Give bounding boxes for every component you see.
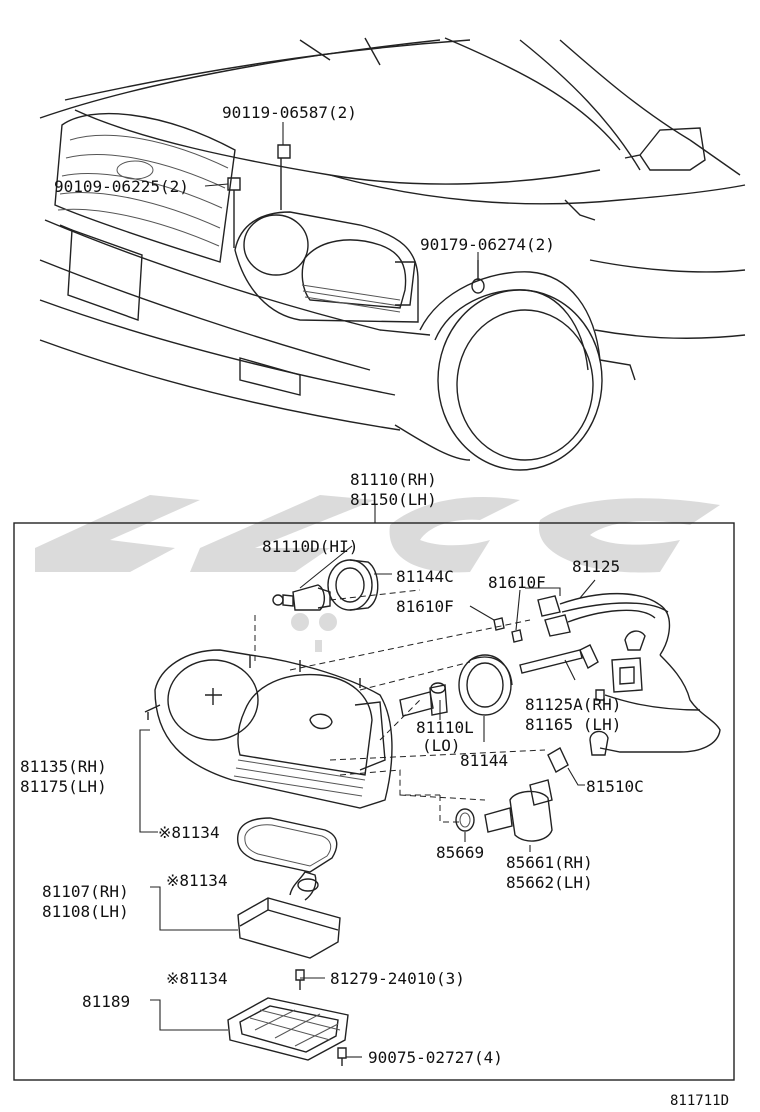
label-ign-lh: 85662(LH) [506, 873, 593, 892]
label-socket-mid: 81610F [396, 597, 454, 616]
hi-bulb-drawing [272, 584, 331, 611]
label-bolt-top: 90119-06587(2) [222, 103, 357, 122]
vehicle-front-illustration [39, 37, 746, 471]
label-oring: 85669 [436, 843, 484, 862]
label-lo-tag: (LO) [422, 736, 461, 755]
label-harness-b: 81165 (LH) [525, 715, 621, 734]
leader-lines [139, 122, 596, 1058]
label-screw-a: 81279-24010(3) [330, 969, 465, 988]
label-nut-right: 90179-06274(2) [420, 235, 555, 254]
label-bolt-left: 90109-06225(2) [54, 177, 189, 196]
dashed-guides [254, 589, 546, 823]
lo-bulb-drawing [399, 682, 448, 717]
lo-cover-drawing [458, 654, 513, 716]
ballast-drawing [237, 871, 341, 959]
label-lo-bulb: 81110L [416, 718, 474, 737]
parts-frame [13, 522, 735, 1081]
label-lens-rh: 81135(RH) [20, 757, 107, 776]
label-ballast-rh: 81107(RH) [42, 882, 129, 901]
label-lo-cover: 81144 [460, 751, 508, 770]
label-harness-a: 81125A(RH) [525, 695, 621, 714]
hi-cover-drawing [327, 559, 379, 611]
label-screw-b: 90075-02727(4) [368, 1048, 503, 1067]
socket-top-drawing [493, 617, 505, 631]
label-ballast-lh: 81108(LH) [42, 902, 129, 921]
screw-b-drawing [337, 1047, 347, 1066]
label-gasket-2: ※81134 [166, 871, 228, 890]
label-bracket: 81189 [82, 992, 130, 1011]
label-assy: 81110(RH) [350, 470, 437, 489]
label-socket-top: 81610F [488, 573, 546, 592]
label-hi-cover: 81144C [396, 567, 454, 586]
label-lens-lh: 81175(LH) [20, 777, 107, 796]
oring-drawing [455, 808, 475, 832]
watermark-logo [35, 495, 720, 652]
bracket-drawing [227, 997, 349, 1061]
harness-drawing [537, 592, 721, 756]
socket-mid-drawing [511, 629, 523, 643]
label-gasket-3: ※81134 [166, 969, 228, 988]
side-bulb-drawing [547, 747, 569, 773]
headlamp-assembly-drawing [144, 649, 393, 809]
label-harness: 81125 [572, 557, 620, 576]
label-hi-bulb: 81110D(HI) [262, 537, 358, 556]
gasket-1-drawing [236, 817, 338, 873]
diagram-id: 811711D [670, 1093, 729, 1109]
label-assy-lh: 81150(LH) [350, 490, 437, 509]
harness-a-drawing [519, 644, 599, 674]
label-gasket-1: ※81134 [158, 823, 220, 842]
label-ign-rh: 85661(RH) [506, 853, 593, 872]
label-side-bulb: 81510C [586, 777, 644, 796]
igniter-drawing [484, 779, 553, 842]
screw-a-drawing [295, 969, 305, 990]
